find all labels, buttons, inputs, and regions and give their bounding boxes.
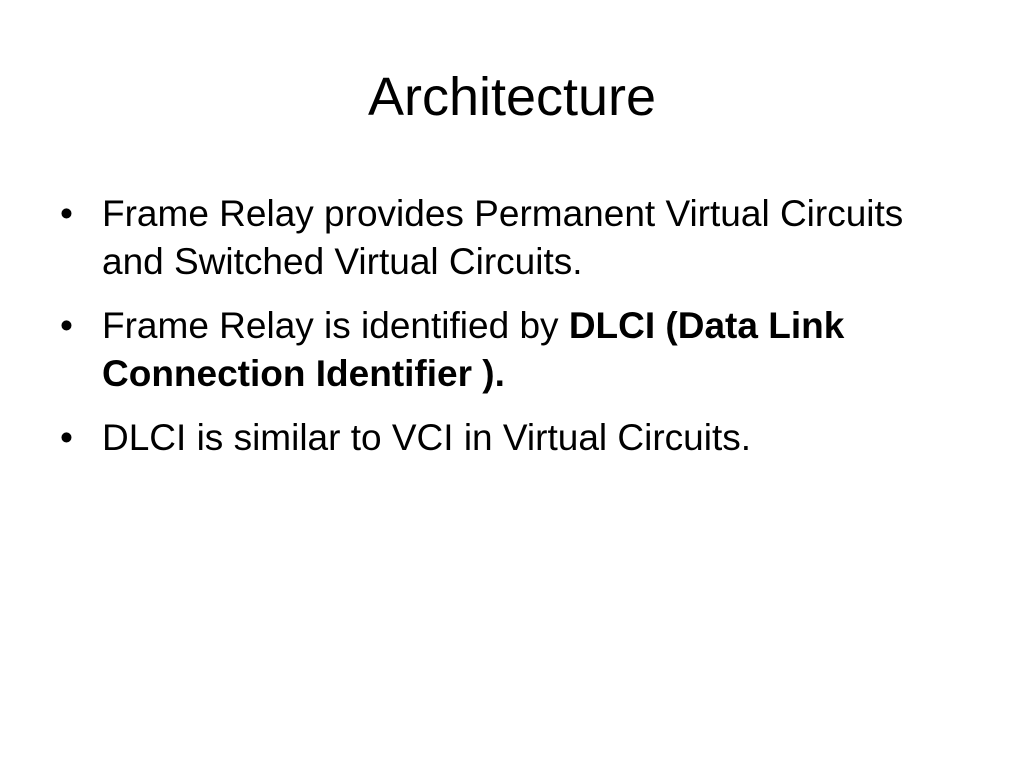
bullet-text: Frame Relay provides Permanent Virtual C…	[102, 193, 904, 282]
bullet-item-2: • Frame Relay is identified by DLCI (Dat…	[60, 302, 960, 398]
bullet-text-bold: DLCI (Data Link Connection Identifier ).	[102, 305, 845, 394]
bullet-text: DLCI is similar to VCI in Virtual Circui…	[102, 417, 752, 458]
bullet-icon: •	[60, 417, 73, 458]
bullet-item-3: • DLCI is similar to VCI in Virtual Circ…	[60, 414, 960, 462]
bullet-icon: •	[60, 305, 73, 346]
bullet-icon: •	[60, 193, 73, 234]
slide-title: Architecture	[367, 67, 657, 127]
bullet-list: • Frame Relay provides Permanent Virtual…	[60, 190, 960, 478]
bullet-item-1: • Frame Relay provides Permanent Virtual…	[60, 190, 960, 286]
bullet-text-plain: Frame Relay is identified by	[102, 305, 569, 346]
